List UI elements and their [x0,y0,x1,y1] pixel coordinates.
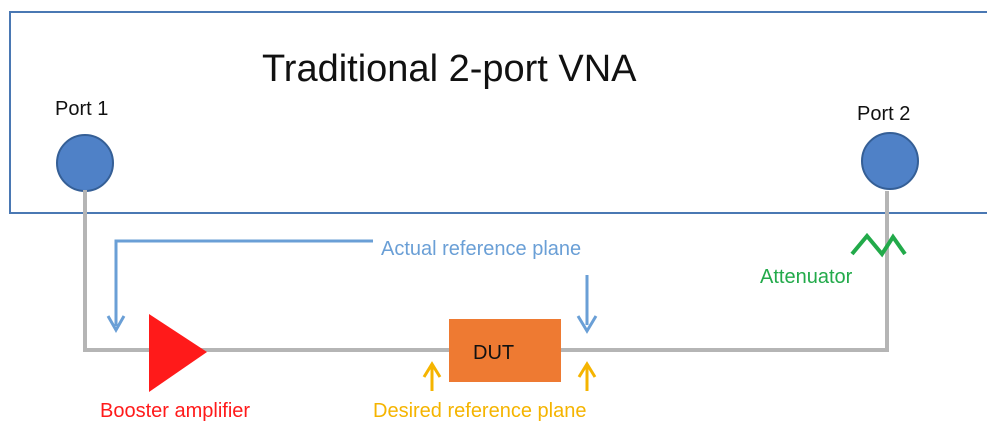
actual-reference-plane-label: Actual reference plane [381,238,582,260]
desired-reference-plane-label: Desired reference plane [373,400,587,422]
actual-reference-plane-left-arrow [114,239,373,326]
booster-amplifier-label: Booster amplifier [100,400,251,422]
attenuator-icon [850,232,907,258]
port-1-icon [56,134,114,192]
port-1-label: Port 1 [55,98,109,120]
actual-reference-plane-left-arrowhead [106,315,126,334]
port-2-icon [861,132,919,190]
desired-reference-plane-left-arrowhead [422,361,442,378]
actual-reference-plane-right-arrowhead [576,315,598,334]
booster-amplifier-triangle [149,314,207,392]
dut-box [449,319,561,382]
diagram-title: Traditional 2-port VNA [262,48,637,90]
vna-box [9,11,987,214]
attenuator-label: Attenuator [760,266,853,288]
desired-reference-plane-right-arrowhead [577,361,597,378]
port-2-label: Port 2 [857,103,911,125]
dut-label: DUT [473,342,515,364]
